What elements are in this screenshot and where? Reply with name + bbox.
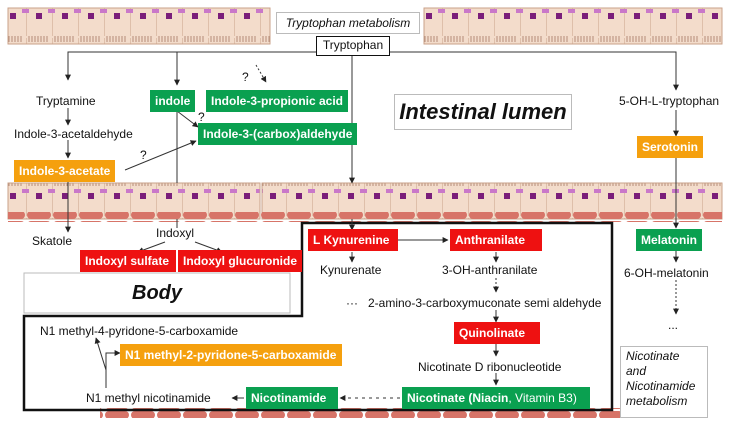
indoxyl-glucuronide-box: Indoxyl glucuronide xyxy=(178,250,302,272)
indole-propionic-acid-box: Indole-3-propionic acid xyxy=(206,90,349,112)
acms-label: 2-amino-3-carboxymuconate semi aldehyde xyxy=(368,296,602,310)
body-label: Body xyxy=(132,282,182,304)
melatonin-box: Melatonin xyxy=(636,229,702,251)
tryptophan-metabolism-note: Tryptophan metabolism xyxy=(276,12,420,34)
body-region-outline xyxy=(22,221,614,412)
dots-left: ··· xyxy=(346,296,358,310)
intestinal-lumen-label: Intestinal lumen xyxy=(394,94,572,130)
tryptophan-node: Tryptophan xyxy=(316,36,390,56)
indole-acetaldehyde-label: Indole-3-acetaldehyde xyxy=(14,127,133,141)
blood-vessel-middle xyxy=(8,212,722,222)
question-mark-2: ? xyxy=(198,110,205,124)
indole-carboxaldehyde-box: Indole-3-(carbox)aldehyde xyxy=(198,123,358,145)
membrane-top-left xyxy=(7,7,271,45)
l-kynurenine-box: L Kynurenine xyxy=(308,229,398,251)
oh-tryptophan-label: 5-OH-L-tryptophan xyxy=(619,94,720,108)
n1-methyl-4-pyridone-label: N1 methyl-4-pyridone-5-carboxamide xyxy=(40,324,239,338)
melatonin-ellipsis: ... xyxy=(668,318,679,332)
anthranilate-box: Anthranilate xyxy=(450,229,542,251)
question-mark-3: ? xyxy=(140,148,147,162)
indole-acetate-box: Indole-3-acetate xyxy=(14,160,116,182)
note-line-4: metabolism xyxy=(626,394,688,408)
n1-methyl-2-pyridone-box: N1 methyl-2-pyridone-5-carboxamide xyxy=(120,344,342,366)
indoxyl-label: Indoxyl xyxy=(156,226,195,240)
tryptamine-label: Tryptamine xyxy=(36,94,96,108)
body-label-box xyxy=(23,272,291,314)
membrane-top-right xyxy=(423,7,723,45)
nicotinate-box: Nicotinate (Niacin, Vitamin B3) xyxy=(402,387,590,409)
diagram-title: Tryptophan metabolism xyxy=(285,16,411,30)
question-mark-1: ? xyxy=(242,70,249,84)
kynurenate-label: Kynurenate xyxy=(320,263,382,277)
blood-vessel-bottom xyxy=(100,408,620,418)
note-line-2: and xyxy=(626,364,647,378)
nicotinate-text: Nicotinate ( xyxy=(407,391,473,405)
nicotinate-metabolism-note: Nicotinate and Nicotinamide metabolism xyxy=(620,346,708,418)
nicotinamide-box: Nicotinamide xyxy=(246,387,338,409)
n1-methyl-nicotinamide-label: N1 methyl nicotinamide xyxy=(86,391,211,405)
oh-anthranilate-label: 3-OH-anthranilate xyxy=(442,263,538,277)
skatole-label: Skatole xyxy=(32,234,73,248)
quinolinate-box: Quinolinate xyxy=(454,322,540,344)
indole-box: indole xyxy=(150,90,196,112)
vitamin-text: , Vitamin B3) xyxy=(508,391,577,405)
oh-melatonin-label: 6-OH-melatonin xyxy=(624,266,709,280)
nicotinate-ribonucleotide-label: Nicotinate D ribonucleotide xyxy=(418,360,562,374)
note-line-3: Nicotinamide xyxy=(626,379,696,393)
serotonin-box: Serotonin xyxy=(637,136,703,158)
niacin-text: Niacin xyxy=(472,391,509,405)
indoxyl-sulfate-box: Indoxyl sulfate xyxy=(80,250,176,272)
note-line-1: Nicotinate xyxy=(626,349,680,363)
